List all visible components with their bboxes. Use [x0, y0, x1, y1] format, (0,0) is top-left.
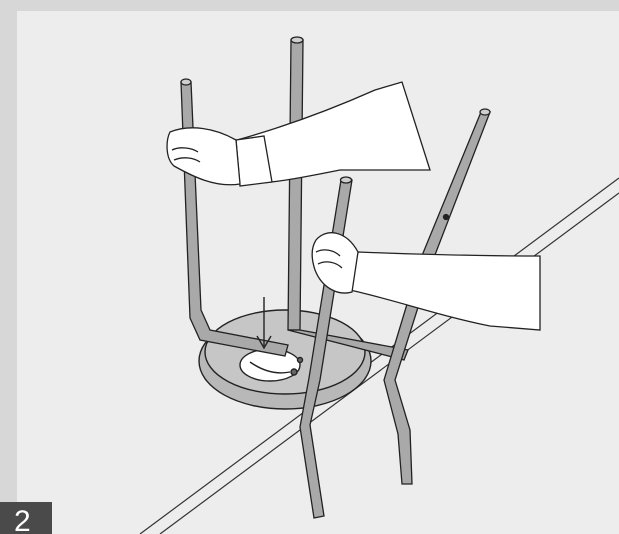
- assembly-illustration: [17, 11, 619, 534]
- step-number-badge: 2: [0, 502, 52, 534]
- stool-base: [199, 310, 371, 409]
